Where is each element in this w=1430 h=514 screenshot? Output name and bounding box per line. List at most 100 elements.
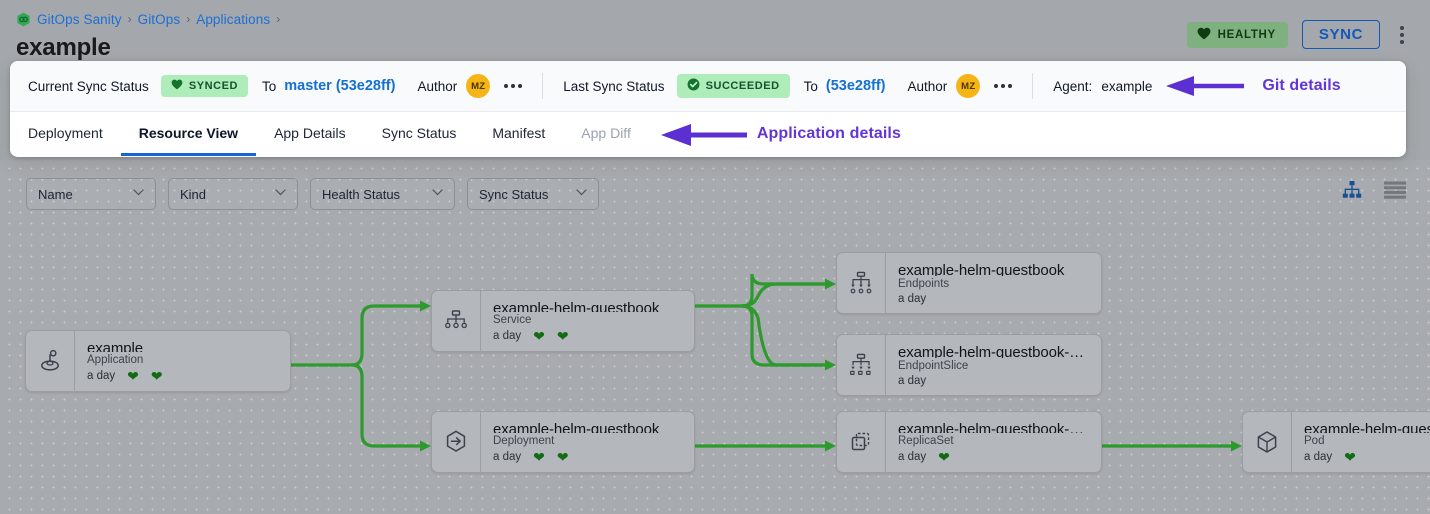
filter-sync-status[interactable]: Sync Status: [467, 178, 599, 210]
graph-node-kind: Endpoints: [898, 278, 950, 290]
resource-graph-canvas: Name Kind Health Status Sync Status: [0, 160, 1430, 514]
last-sync-status-chip: SUCCEEDED: [676, 74, 790, 98]
breadcrumb-item-1[interactable]: GitOps: [137, 11, 181, 27]
breadcrumb-item-2[interactable]: Applications: [196, 11, 271, 27]
graph-node-deployment[interactable]: example-helm-guestbook Deployment a day …: [431, 411, 695, 473]
health-heart-icon: ❤: [938, 449, 950, 465]
health-heart-icon: ❤: [1344, 449, 1356, 465]
current-sync-author-label: Author: [417, 78, 458, 94]
breadcrumb-separator: ›: [127, 12, 132, 26]
sync-heart-icon: ❤: [556, 328, 569, 344]
divider: [1032, 73, 1034, 99]
health-heart-icon: ❤: [533, 328, 545, 344]
graph-node-kind: Service: [493, 314, 532, 326]
last-sync-revision[interactable]: (53e28ff): [825, 78, 886, 94]
agent-value: example: [1101, 78, 1153, 94]
agent-label: Agent:: [1053, 78, 1093, 94]
graph-node-body: example Application a day ❤ ❤: [74, 331, 290, 391]
kebab-menu-icon[interactable]: [1394, 24, 1410, 46]
check-circle-icon: [687, 78, 700, 94]
status-badge-label: HEALTHY: [1217, 28, 1276, 41]
graph-node-body: example-helm-guestbook Endpoints a day: [885, 253, 1101, 313]
gitops-hexagon-logo-icon: [16, 12, 31, 27]
graph-node-endpoints[interactable]: example-helm-guestbook Endpoints a day: [836, 252, 1102, 314]
graph-node-kind: Pod: [1304, 435, 1325, 447]
tab-resource-view[interactable]: Resource View: [120, 112, 257, 156]
graph-node-title: example-helm-guestbook: [493, 421, 660, 433]
current-sync-ellipsis-icon[interactable]: [504, 84, 523, 88]
list-view-icon[interactable]: [1384, 181, 1406, 204]
last-sync-to-label: To: [803, 78, 818, 94]
left-arrow-annotation-icon: [660, 124, 747, 146]
filter-kind[interactable]: Kind: [168, 178, 298, 210]
tree-view-icon[interactable]: [1342, 180, 1362, 205]
endpoints-icon: [837, 253, 885, 313]
last-sync-ellipsis-icon[interactable]: [994, 84, 1013, 88]
graph-node-age: a day: [898, 451, 927, 463]
graph-node-age: a day: [898, 375, 927, 387]
application-details-annotation: Application details: [649, 112, 901, 156]
breadcrumb-item-0[interactable]: GitOps Sanity: [37, 11, 122, 27]
filter-name-label: Name: [38, 186, 73, 202]
heart-icon: [171, 79, 183, 93]
filter-bar: Name Kind Health Status Sync Status: [26, 178, 599, 210]
tab-app-details[interactable]: App Details: [274, 124, 346, 141]
graph-node-title: example-helm-guestbook: [898, 262, 1065, 276]
page-header: GitOps Sanity › GitOps › Applications › …: [0, 0, 1430, 62]
graph-node-meta: a day ❤: [1304, 450, 1430, 464]
graph-node-age: a day: [493, 330, 522, 342]
graph-node-title: example-helm-guestbook: [493, 300, 660, 312]
chevron-down-icon: [275, 189, 286, 199]
graph-node-replicaset[interactable]: example-helm-guestbook-74… ReplicaSet a …: [836, 411, 1102, 473]
tab-sync-status[interactable]: Sync Status: [381, 124, 457, 141]
chevron-down-icon: [133, 189, 144, 199]
filter-sync-status-label: Sync Status: [479, 186, 549, 202]
graph-node-age: a day: [493, 451, 522, 463]
graph-node-title: example-helm-guest: [1304, 421, 1430, 433]
graph-node-service[interactable]: example-helm-guestbook Service a day ❤ ❤: [431, 290, 695, 352]
graph-node-body: example-helm-guestbook Deployment a day …: [480, 412, 694, 472]
filter-kind-label: Kind: [180, 186, 207, 202]
graph-node-endpointslice[interactable]: example-helm-guestbook-ct… EndpointSlice…: [836, 334, 1102, 396]
sync-button[interactable]: SYNC: [1301, 20, 1380, 49]
tab-deployment[interactable]: Deployment: [28, 124, 103, 141]
graph-node-age: a day: [898, 293, 927, 305]
pod-icon: [1243, 412, 1291, 472]
tab-manifest[interactable]: Manifest: [492, 124, 546, 141]
divider: [542, 73, 544, 99]
application-icon: [26, 331, 74, 391]
replicaset-icon: [837, 412, 885, 472]
filter-health-status-label: Health Status: [322, 186, 401, 202]
graph-node-kind: EndpointSlice: [898, 360, 969, 372]
graph-node-body: example-helm-guest Pod a day ❤: [1291, 412, 1430, 472]
heart-icon: [1197, 27, 1211, 43]
graph-node-meta: a day: [898, 375, 1091, 387]
filter-health-status[interactable]: Health Status: [310, 178, 455, 210]
graph-node-body: example-helm-guestbook-74… ReplicaSet a …: [885, 412, 1101, 472]
graph-node-body: example-helm-guestbook Service a day ❤ ❤: [480, 291, 694, 351]
service-icon: [432, 291, 480, 351]
sync-heart-icon: ❤: [150, 368, 163, 384]
graph-node-meta: a day ❤ ❤: [87, 369, 280, 383]
health-heart-icon: ❤: [127, 368, 139, 384]
graph-node-body: example-helm-guestbook-ct… EndpointSlice…: [885, 335, 1101, 395]
filter-name[interactable]: Name: [26, 178, 156, 210]
sync-status-bar: Current Sync Status SYNCED To master (53…: [10, 61, 1406, 112]
endpointslice-icon: [837, 335, 885, 395]
current-sync-to-label: To: [261, 78, 277, 94]
breadcrumb-separator-trailing: ›: [276, 12, 281, 26]
chevron-down-icon: [432, 189, 443, 199]
application-details-annotation-label: Application details: [756, 125, 901, 142]
application-summary-panel: Current Sync Status SYNCED To master (53…: [10, 61, 1406, 157]
tab-bar: Deployment Resource View App Details Syn…: [10, 112, 1406, 156]
breadcrumb-separator: ›: [186, 12, 191, 26]
graph-node-title: example: [87, 340, 143, 352]
chevron-down-icon: [576, 189, 587, 199]
graph-node-pod[interactable]: example-helm-guest Pod a day ❤: [1242, 411, 1430, 473]
git-details-annotation-label: Git details: [1262, 77, 1341, 94]
current-sync-revision[interactable]: master (53e28ff): [284, 78, 396, 94]
graph-node-kind: Application: [87, 354, 144, 366]
current-sync-status-chip-label: SYNCED: [188, 80, 238, 92]
left-arrow-annotation-icon: [1166, 76, 1246, 96]
graph-node-application[interactable]: example Application a day ❤ ❤: [25, 330, 291, 392]
